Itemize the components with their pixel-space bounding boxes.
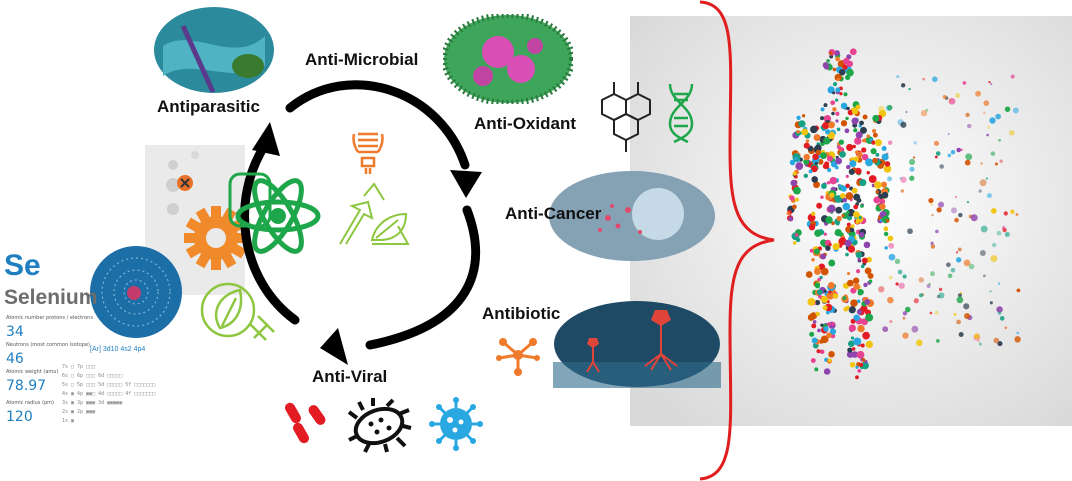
molecule-hexagon-icon [601,82,651,152]
label-anti-oxidant: Anti-Oxidant [474,114,576,133]
shell-row: 7s □ 7p □□□ [62,364,96,370]
nanoparticle-icon [496,338,540,376]
label-antibiotic: Antibiotic [482,304,561,323]
element-name: Selenium [4,286,98,309]
leaf-plug-icon [200,282,275,341]
dna-icon [668,83,694,144]
recycle-leaf-icon [339,182,410,245]
lightbulb-icon [352,132,384,174]
atomic-number-label: Atomic number protons / electrons [6,315,93,321]
element-symbol: Se [4,249,41,282]
shell-row: 6s □ 6p □□□ 6d □□□□□ [62,373,123,379]
atom-icon [228,172,321,254]
neutrons-value: 46 [6,351,24,367]
label-anti-cancer: Anti-Cancer [505,204,602,223]
shell-row: 4s ▣ 4p ▣▣□ 4d □□□□□ 4f □□□□□□□ [62,391,156,397]
atomic-weight-value: 78.97 [6,378,47,394]
microbe-image [443,14,573,104]
cancer-cell-image [549,171,715,261]
label-antiparasitic: Antiparasitic [157,97,260,116]
bacteria-rods-icon [285,402,326,444]
label-anti-viral: Anti-Viral [312,367,388,386]
atom-model [90,246,182,338]
neutrons-label: Neutrons (most common isotope) [6,342,90,348]
parasite-image [154,7,274,94]
bacteriophage-image [553,301,721,388]
cycle-arrows [240,80,482,365]
shell-row: 5s □ 5p □□□ 5d □□□□□ 5f □□□□□□□ [62,382,156,388]
shell-row: 3s ▣ 3p ▣▣▣ 3d ▣▣▣▣▣ [62,400,123,406]
atomic-radius-label: Atomic radius (pm) [6,400,54,406]
virus-icon [429,397,483,451]
label-anti-microbial: Anti-Microbial [305,50,419,69]
electron-config: [Ar] 3d10 4s2 4p4 [90,346,146,353]
curly-brace [699,0,775,481]
bacterium-icon [347,398,412,453]
atomic-weight-label: Atomic weight (amu) [6,369,59,375]
shell-row: 2s ▣ 2p ▣▣▣ [62,409,96,415]
human-body-figure [786,48,1021,380]
atomic-number-value: 34 [6,324,24,340]
atomic-radius-value: 120 [6,409,33,425]
shell-row: 1s ▣ [62,418,75,424]
